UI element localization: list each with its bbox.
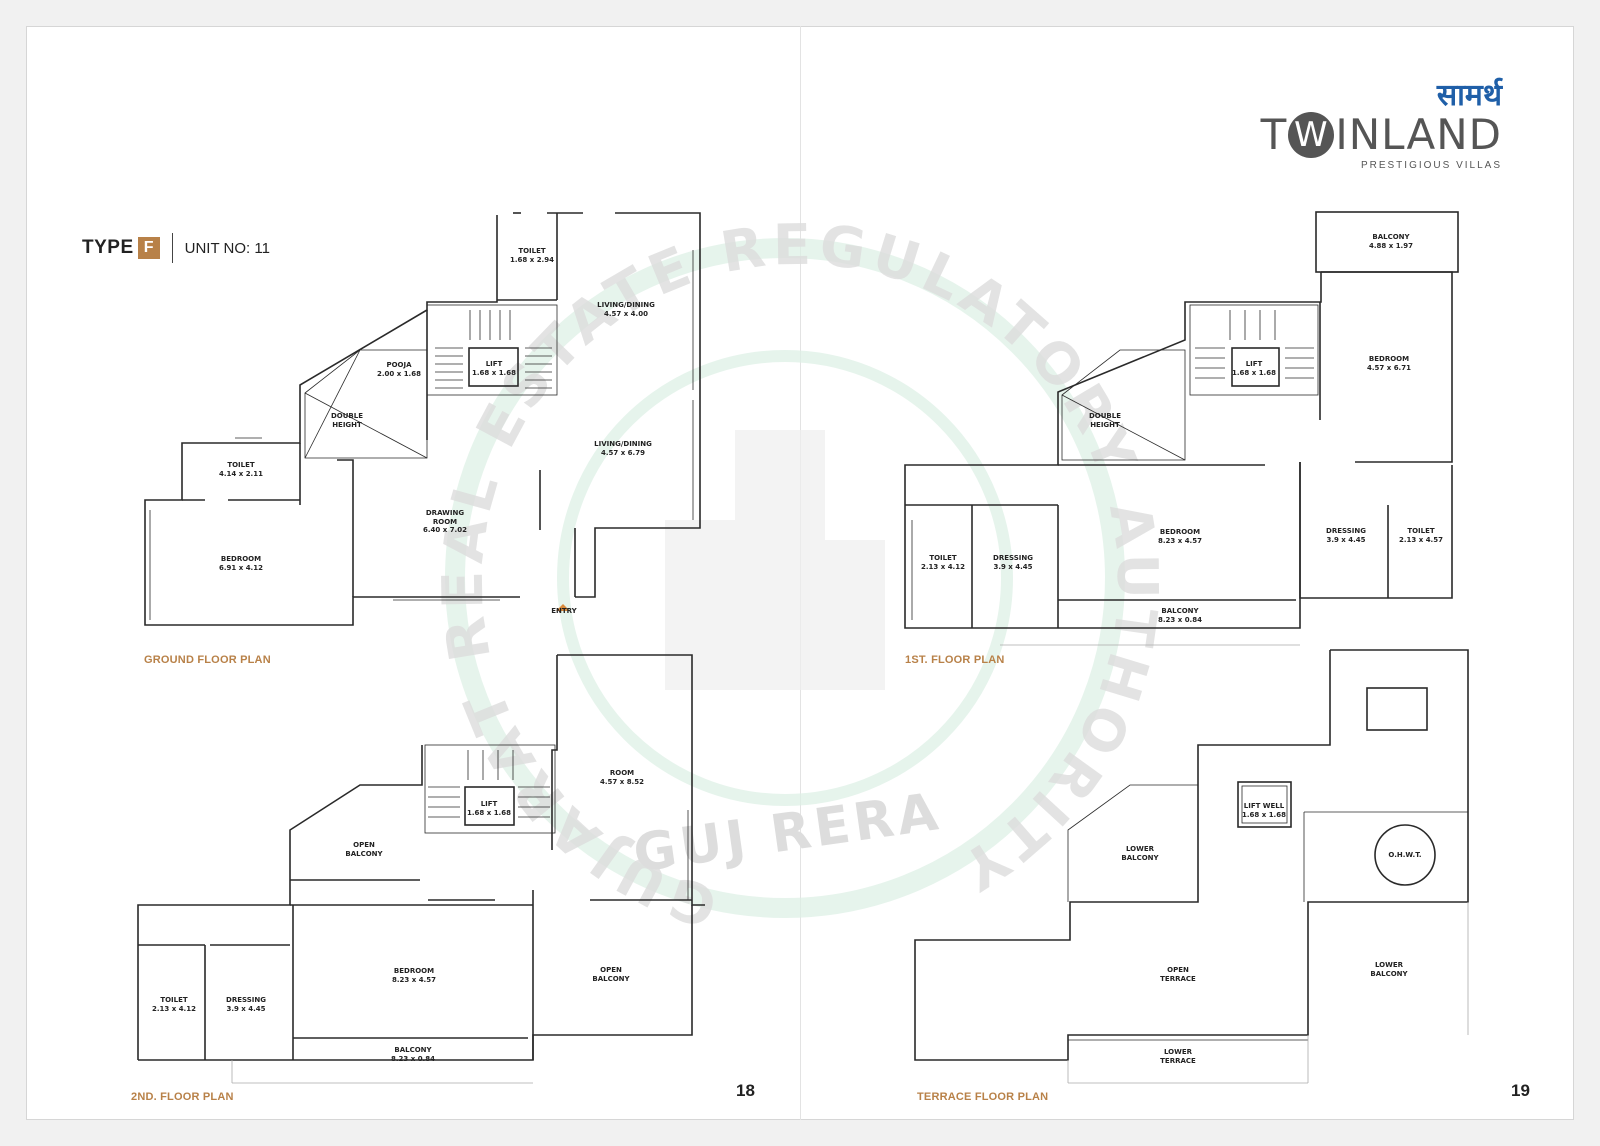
ground-floor-plan (144, 212, 701, 626)
ohwt-label: O.H.W.T. (1388, 851, 1422, 859)
terrace-floor-title: TERRACE FLOOR PLAN (917, 1091, 1049, 1103)
room-label: DOUBLE HEIGHT (330, 412, 364, 429)
logo-w-circle: W (1288, 112, 1335, 158)
room-label: OPEN BALCONY (345, 841, 383, 858)
logo-tagline: PRESTIGIOUS VILLAS (1360, 160, 1502, 171)
first-floor-title: 1ST. FLOOR PLAN (905, 654, 1005, 666)
twinland-logo: सामर्थ T W INLAND PRESTIGIOUS VILLAS (1261, 78, 1502, 172)
room-label: OPEN TERRACE (1160, 966, 1196, 983)
page-number-right: 19 (1511, 1081, 1530, 1100)
entry-arrow-icon (556, 604, 570, 611)
second-floor-title: 2ND. FLOOR PLAN (131, 1091, 234, 1103)
room-label: OPEN BALCONY (592, 966, 630, 983)
room-label: LOWER BALCONY (1121, 845, 1159, 862)
room-label: LOWER TERRACE (1160, 1048, 1196, 1065)
type-word: TYPE (82, 237, 134, 258)
room-label: DOUBLE HEIGHT (1088, 412, 1122, 429)
logo-t: T (1260, 110, 1288, 159)
logo-hindi-name: सामर्थ (1436, 78, 1502, 113)
logo-suffix: INLAND (1335, 110, 1502, 159)
logo-wordmark: T W INLAND (1261, 112, 1502, 158)
header-divider (171, 233, 173, 263)
type-letter-badge: F (137, 237, 160, 259)
second-floor-plan (137, 654, 705, 1084)
ground-floor-title: GROUND FLOOR PLAN (144, 654, 271, 666)
room-label: LOWER BALCONY (1370, 961, 1408, 978)
first-floor-plan (904, 211, 1459, 646)
page-number-left: 18 (736, 1081, 755, 1100)
unit-number: UNIT NO: 11 (184, 239, 270, 257)
unit-type-header: TYPE F UNIT NO: 11 (82, 233, 270, 263)
entry-label: ENTRY (551, 607, 577, 615)
terrace-floor-plan (914, 649, 1469, 1084)
